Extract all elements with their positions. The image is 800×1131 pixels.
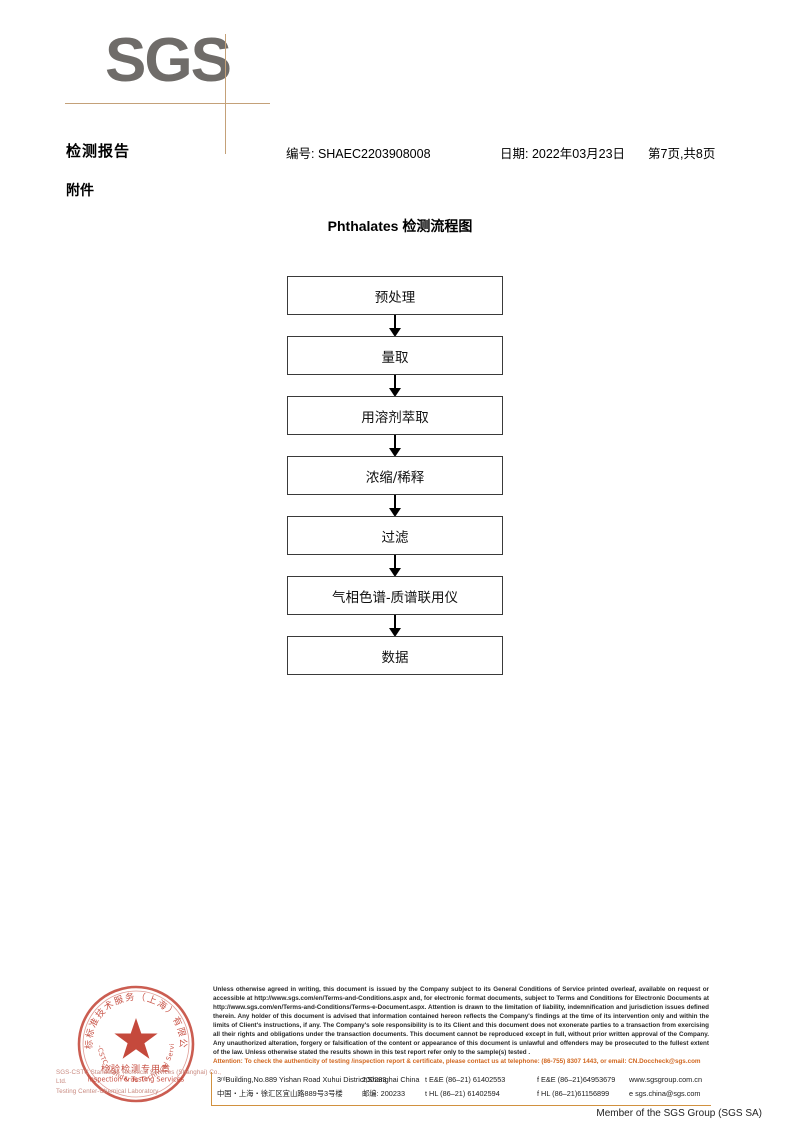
seal-subtext-line1: SGS-CSTC Standards Technical Services (S… [56, 1069, 222, 1086]
flow-arrow-4 [287, 495, 503, 517]
flow-step-5: 过滤 [287, 516, 503, 555]
arrow-shaft [394, 375, 396, 390]
member-line: Member of the SGS Group (SGS SA) [596, 1108, 762, 1119]
flowchart-title: Phthalates 检测流程图 [327, 218, 473, 234]
flow-step-6: 气相色谱-质谱联用仪 [287, 576, 503, 615]
flow-step-label: 数据 [381, 649, 409, 666]
seal-subtext: SGS-CSTC Standards Technical Services (S… [56, 1068, 231, 1096]
arrow-shaft [394, 435, 396, 450]
arrow-shaft [394, 615, 396, 630]
seal-subtext-line2: Testing Center-Chemical Laboratory [56, 1087, 159, 1095]
address-cn: 中国・上海・徐汇区宜山路889号3号楼 [217, 1089, 343, 1098]
attachment-label: 附件 [66, 182, 94, 198]
svg-text:Inspection & Testing Services: Inspection & Testing Services [88, 1076, 185, 1084]
page-title: 检测报告 [66, 143, 131, 160]
zip-cn: 邮编: 200233 [362, 1089, 405, 1098]
company-seal-stamp: 通标标准技术服务（上海）有限公司 SGS-CSTC Standards Tech… [74, 982, 198, 1106]
sgs-logo-text: SGS [105, 26, 232, 95]
flow-step-2: 量取 [287, 336, 503, 375]
flow-step-3: 用溶剂萃取 [287, 396, 503, 435]
logo-vertical-rule [225, 34, 226, 154]
flow-step-label: 用溶剂萃取 [361, 409, 429, 426]
tel-cn-2: f HL (86–21)61156899 [537, 1089, 610, 1098]
flow-step-label: 过滤 [381, 529, 409, 546]
logo-horizontal-rule [65, 103, 270, 104]
flow-step-label: 浓缩/稀释 [365, 469, 425, 486]
sgs-logo: SGS [65, 30, 285, 154]
tel-en-2: f E&E (86–21)64953679 [537, 1075, 616, 1084]
email[interactable]: e sgs.china@sgs.com [629, 1089, 701, 1098]
page-number: 第7页,共8页 [648, 147, 716, 161]
report-header: 检测报告 编号: SHAEC2203908008 日期: 2022年03月23日… [0, 140, 800, 170]
flow-arrow-1 [287, 315, 503, 337]
arrow-head-icon [389, 568, 401, 577]
flow-step-label: 预处理 [374, 289, 416, 306]
flow-step-label: 气相色谱-质谱联用仪 [331, 589, 459, 606]
seal-icon: 通标标准技术服务（上海）有限公司 SGS-CSTC Standards Tech… [74, 982, 195, 1103]
legal-disclaimer: Unless otherwise agreed in writing, this… [213, 986, 709, 1066]
flowchart: 预处理 量取 用溶剂萃取 浓缩/稀释 过滤 [287, 276, 503, 675]
arrow-shaft [394, 555, 396, 570]
arrow-shaft [394, 315, 396, 330]
flow-step-1: 预处理 [287, 276, 503, 315]
zip-en: 200233 [362, 1075, 387, 1084]
arrow-head-icon [389, 448, 401, 457]
arrow-head-icon [389, 508, 401, 517]
arrow-shaft [394, 495, 396, 510]
flow-arrow-6 [287, 615, 503, 637]
flow-step-7: 数据 [287, 636, 503, 675]
flow-step-4: 浓缩/稀释 [287, 456, 503, 495]
attention-notice: Attention: To check the authenticity of … [213, 1057, 701, 1065]
address-vertical-rule [211, 1072, 213, 1106]
arrow-head-icon [389, 388, 401, 397]
address-horizontal-rule [211, 1105, 711, 1107]
flow-step-label: 量取 [381, 349, 409, 366]
flow-arrow-5 [287, 555, 503, 577]
address-block: 3ʳᵈBuilding,No.889 Yishan Road Xuhui Dis… [211, 1072, 711, 1107]
legal-body-text: Unless otherwise agreed in writing, this… [213, 986, 709, 1056]
tel-en-1: t E&E (86–21) 61402553 [425, 1075, 506, 1084]
tel-cn-1: t HL (86–21) 61402594 [425, 1089, 500, 1098]
address-en: 3ʳᵈBuilding,No.889 Yishan Road Xuhui Dis… [217, 1075, 420, 1084]
flow-arrow-3 [287, 435, 503, 457]
arrow-head-icon [389, 628, 401, 637]
arrow-head-icon [389, 328, 401, 337]
report-date: 日期: 2022年03月23日 [500, 147, 626, 161]
report-number: 编号: SHAEC2203908008 [286, 147, 431, 161]
flow-arrow-2 [287, 375, 503, 397]
svg-text:检验检测专用章: 检验检测专用章 [101, 1063, 171, 1075]
website[interactable]: www.sgsgroup.com.cn [629, 1075, 702, 1084]
